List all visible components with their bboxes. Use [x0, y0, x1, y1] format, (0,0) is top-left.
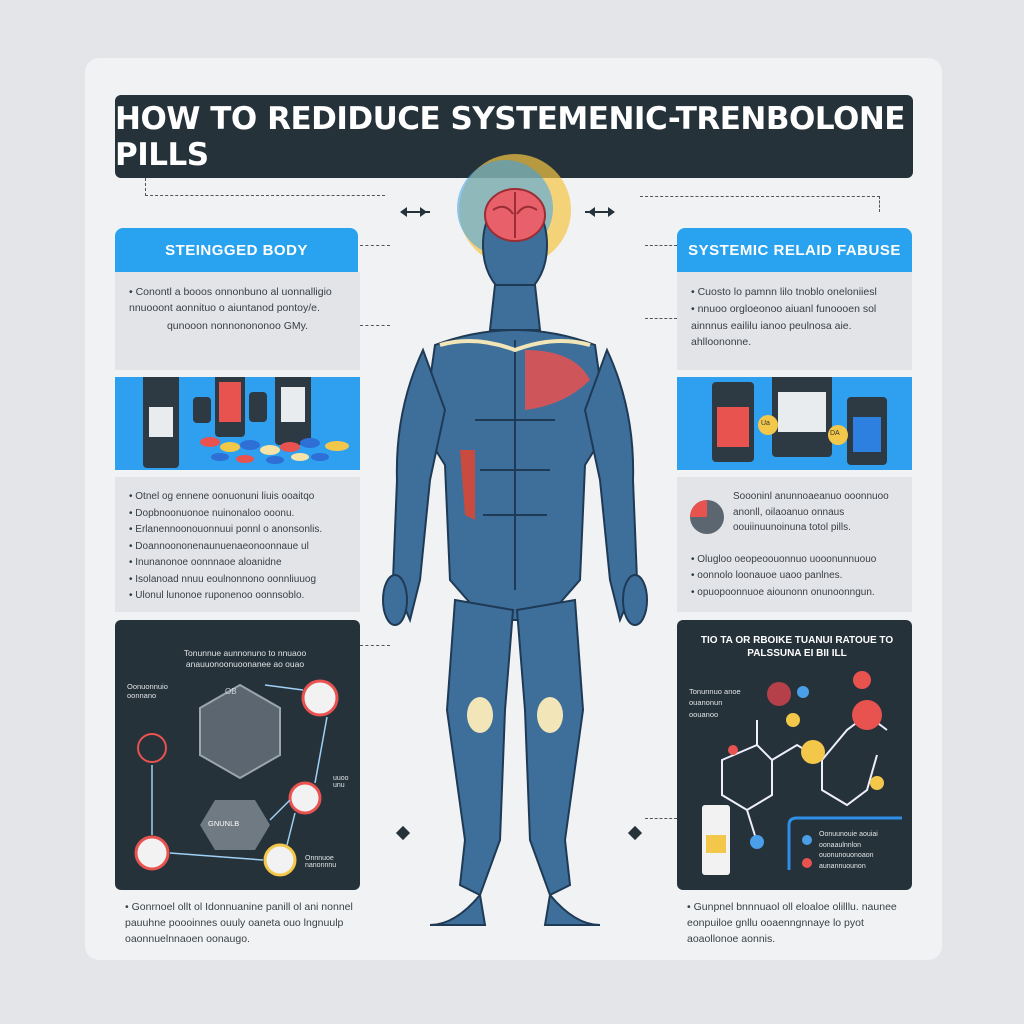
supplement-bottles-image: Ua DA: [677, 377, 912, 470]
connector: [645, 818, 677, 819]
atom: [870, 776, 884, 790]
right-bullets: Soooninl anunnoaeanuo ooonnuoo anonll, o…: [677, 477, 912, 612]
pill-label: Ua: [761, 420, 770, 427]
molecule-diagram: [702, 671, 902, 875]
connector: [645, 318, 677, 319]
bullet-item: opuopoonnuoe aiounonn onunoonngun.: [691, 585, 898, 601]
side-label: Tonunnuo anoe ouanonun oouanoo: [689, 687, 741, 719]
side-label: Oonuonnuio oonnano: [127, 682, 168, 700]
left-header: STEINGGED BODY: [115, 228, 358, 272]
right-leg: [515, 598, 585, 897]
pill-label: DA: [830, 430, 840, 437]
hex-label: OB: [225, 687, 237, 696]
connector: [360, 245, 390, 246]
text-line: nnuoo orgloeonoo aiuanl funoooen sol ain…: [691, 301, 898, 350]
pills-illustration: [143, 377, 349, 468]
bullet-item: Ulonul lunonoe ruponenoo oonnsoblo.: [129, 588, 346, 604]
atom: [801, 740, 825, 764]
bullet-item: oonnolo loonauoe uaoo panlnes.: [691, 568, 898, 584]
panel-title: TIO TA OR RBOIKE TUANUI RATOUE TO PALSSU…: [700, 635, 894, 659]
bottles-illustration: [712, 377, 887, 465]
connector: [360, 645, 390, 646]
text-line: Conontl a booos onnonbuno al uonnalligio…: [129, 284, 346, 317]
pill-badge: [758, 415, 778, 435]
right-intro: Cuosto lo pamnn lilo tnoblo oneloniiesl …: [677, 272, 912, 370]
atom: [852, 700, 882, 730]
bullet-item: Erlanennoonouonnuui ponnl o anonsonlis.: [129, 522, 346, 538]
connector: [145, 178, 385, 196]
hexagon: [199, 683, 281, 780]
bullet-item: Olugloo oeopeoouonnuo uooonunnuouo: [691, 552, 898, 568]
page-title: HOW TO REDIDUCE SYSTEMENIC-TRENBOLONE PI…: [115, 95, 913, 178]
right-header: SYSTEMIC RELAID FABUSE: [677, 228, 912, 272]
atom: [728, 745, 738, 755]
right-arm: [583, 347, 639, 624]
left-diagram-panel: Tonunnue aunnonuno to nnuaoo anauuonoonu…: [115, 620, 360, 890]
node-icon: [263, 843, 297, 877]
legend-text: Oonuunouie aouiai oonaaulnnlon ouonunouo…: [819, 831, 878, 870]
connector: [640, 196, 880, 212]
footer-text: Gonrnoel ollt ol Idonnuanine panill ol a…: [125, 900, 360, 947]
pie-chart-icon: [690, 500, 724, 534]
right-molecule-panel: TIO TA OR RBOIKE TUANUI RATOUE TO PALSSU…: [677, 620, 912, 890]
footer-text: Gunpnel bnnnuaol oll eloaloe olilllu. na…: [687, 900, 912, 947]
connector: [645, 245, 677, 246]
node-icon: [301, 679, 339, 717]
bullet-item: Doannoononenaunuenaeonoonnaue ul: [129, 539, 346, 555]
panel-title: Tonunnue aunnonuno to nnuaoo anauuonoonu…: [183, 648, 307, 670]
atom: [786, 713, 800, 727]
cycle-diagram: [134, 679, 339, 877]
left-leg: [445, 598, 515, 897]
node-icon: [134, 835, 170, 871]
left-bullets: Otnel og ennene oonuonuni liuis ooaitqo …: [115, 477, 360, 612]
bullet-item: Dopbnoonuonoe nuinonaloo ooonu.: [129, 506, 346, 522]
chart-text: Soooninl anunnoaeanuo ooonnuoo anonll, o…: [733, 491, 889, 533]
bullet-item: Isolanoad nnuu eoulnonnono oonnliuuog: [129, 572, 346, 588]
connector: [360, 325, 390, 326]
left-arm: [391, 347, 447, 624]
node-icon: [137, 733, 167, 763]
text-line: qunooon nonnonononoo GMy.: [166, 319, 309, 332]
bottom-label: Onnnuoe nanonnnu: [305, 855, 337, 869]
chest-highlight: [525, 350, 590, 410]
atom: [797, 686, 809, 698]
atom: [767, 682, 791, 706]
neck: [488, 284, 542, 331]
text-line: Cuosto lo pamnn lilo tnoblo oneloniiesl: [691, 284, 898, 300]
node-icon: [288, 781, 322, 815]
bullet-item: Inunanonoe oonnnaoe aloanidne: [129, 555, 346, 571]
right-footer: Gunpnel bnnnuaol oll eloaloe olilllu. na…: [687, 900, 912, 947]
pill-badge: [828, 425, 848, 445]
pills: [200, 437, 349, 464]
hex-label-2: GNUNLB: [208, 819, 240, 828]
pill-bottles-image: [115, 377, 360, 470]
hexagon-small: [200, 800, 270, 850]
atom: [853, 671, 871, 689]
left-intro: Conontl a booos onnonbuno al uonnalligio…: [115, 272, 360, 370]
right-label: uuoo unu: [333, 775, 349, 789]
bullet-item: Otnel og ennene oonuonuni liuis ooaitqo: [129, 489, 346, 505]
left-footer: Gonrnoel ollt ol Idonnuanine panill ol a…: [125, 900, 360, 947]
atom: [750, 835, 764, 849]
human-body-figure: [382, 154, 648, 926]
